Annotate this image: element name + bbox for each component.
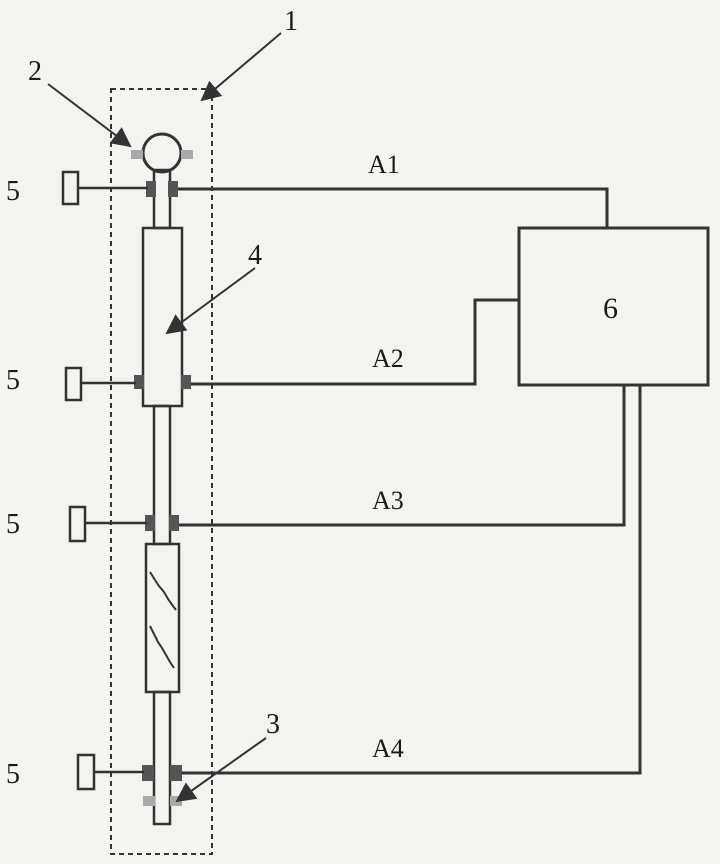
leader-arrow-2 bbox=[48, 84, 130, 146]
clamp-a3 bbox=[145, 515, 179, 531]
lower-shaft bbox=[154, 692, 170, 824]
clamp-a2 bbox=[134, 375, 191, 389]
zigzag-upper bbox=[150, 572, 176, 610]
label-a2: A2 bbox=[372, 344, 404, 373]
label-5-sensor-2: 5 bbox=[6, 365, 20, 396]
middle-shaft bbox=[154, 406, 170, 544]
top-ring-clamp-left bbox=[131, 150, 143, 159]
clamp-a1 bbox=[146, 181, 178, 197]
upper-shaft bbox=[154, 170, 170, 228]
sensor-1 bbox=[63, 172, 148, 204]
sensor-2 bbox=[66, 368, 136, 400]
label-3: 3 bbox=[266, 709, 280, 740]
line-a2 bbox=[191, 300, 519, 384]
tube-4 bbox=[143, 228, 182, 406]
sensor-3 bbox=[70, 507, 147, 541]
bottom-connector bbox=[143, 796, 182, 806]
label-1: 1 bbox=[284, 6, 298, 37]
leader-arrow-3 bbox=[177, 738, 266, 801]
label-5-sensor-4: 5 bbox=[6, 759, 20, 790]
packed-element bbox=[146, 544, 179, 692]
label-a3: A3 bbox=[372, 486, 404, 515]
dashed-enclosure bbox=[111, 89, 212, 854]
clamp-a4 bbox=[142, 765, 182, 781]
label-5-sensor-3: 5 bbox=[6, 509, 20, 540]
leader-arrow-1 bbox=[202, 33, 281, 100]
label-2: 2 bbox=[28, 56, 42, 87]
label-6: 6 bbox=[603, 292, 618, 325]
zigzag-lower bbox=[150, 626, 174, 668]
label-a4: A4 bbox=[372, 734, 404, 763]
line-a4 bbox=[182, 385, 640, 773]
label-5-sensor-1: 5 bbox=[6, 176, 20, 207]
top-ring-connector bbox=[143, 134, 181, 172]
line-a1 bbox=[178, 189, 607, 228]
top-ring-clamp-right bbox=[181, 150, 193, 159]
label-a1: A1 bbox=[368, 150, 400, 179]
label-4: 4 bbox=[248, 240, 262, 271]
